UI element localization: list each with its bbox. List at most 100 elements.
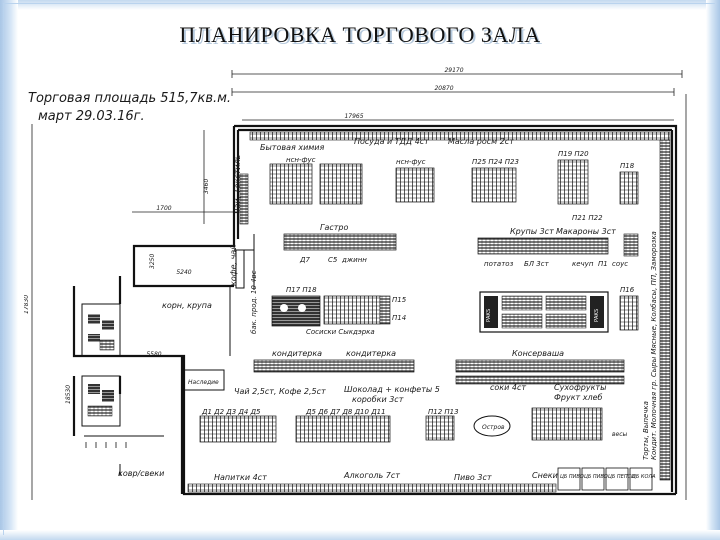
zone-nasledie: Наследие [188,379,219,386]
zone-sous: соус [612,260,628,268]
zone-p12p13: П12 П13 [428,408,459,416]
zone-korn-krupa: корн, крупа [162,301,212,310]
slide-title-shadow: ПЛАНИРОВКА ТОРГОВОГО ЗАЛА [181,24,543,49]
zone-raks-1: РАКS [486,309,492,322]
zone-nsn-fus-1: нсн-фус [286,156,316,164]
zone-p21p22: П21 П22 [572,214,603,222]
zone-household: Бытовая химия [260,143,325,152]
zone-konditerka-2: кондитерка [346,349,396,358]
nasledie-box [183,369,225,391]
row-d-racks [199,415,277,443]
zone-soki: соки 4ст [490,383,526,392]
zone-c5: С5 [328,256,338,264]
slide-frame [3,3,715,535]
dim-vert-c: 18530 [65,385,72,404]
zone-potatoes: потатоз [484,260,514,268]
zone-ostrov: Остров [482,424,505,431]
zone-gastro: Гастро [320,223,348,232]
zone-raks-2: РАКS [594,309,600,322]
zone-konservy: Консерваша [512,349,564,358]
zone-p18: П18 [620,162,635,170]
zone-bakery: бак. прод. 10 4вс [250,270,258,334]
zone-nsn-fus-2: нсн-фус [396,158,426,166]
zone-d-labels-2: П19 П20 [558,150,589,158]
zone-right-wall-2: Торты, Выпечка [642,401,650,460]
checkout-3: ЦБ ПЕПСИ [608,474,635,480]
dim-vert-b: 3460 [203,179,210,194]
gondola-b [319,163,363,205]
zone-alkogol: Алкоголь 7ст [343,471,400,480]
zone-textile: Чай, Текстиль [233,154,242,214]
zone-kofe: кофе, чай [229,245,238,286]
zone-napitki: Напитки 4ст [214,473,267,482]
frame-right-band [706,0,720,540]
checkout-2: ЦБ ПИВО [584,474,608,480]
top-wall-shelving [249,131,671,141]
zone-p17p18: П17 П18 [286,286,317,294]
zone-konditerka-1: кондитерка [272,349,322,358]
row-d2-racks [295,415,391,443]
checkout-1: ЦБ ПИВО [560,474,584,480]
konditerka-gondola [253,359,415,373]
dim-vert-a: 3250 [149,254,156,269]
zone-dzhin: джинн [341,256,367,264]
right-wall-coolers [659,139,671,481]
left-room-upper [81,303,121,357]
floor-plan-drawing: 29170 20870 17965 1700 5240 17830 5580 3… [23,67,687,500]
zone-p16: П16 [620,286,635,294]
zone-d-labels-1: П25 П24 П23 [472,158,519,166]
frame-left-band [0,0,18,540]
fruit-racks [531,407,603,441]
gondola-d [471,167,517,203]
kolbasy-cooler [271,295,321,327]
zone-d7: Д7 [299,256,310,264]
sausage-cooler [323,295,381,325]
dim-top-outer: 29170 [444,67,463,74]
dim-mid-block: 5240 [176,269,191,276]
gondola-e [557,159,589,205]
area-note: Торговая площадь 515,7кв.м. [28,91,231,106]
floor-plan: 29170 20870 17965 1700 5240 17830 5580 3… [23,64,696,510]
cereals-gondola [477,237,609,255]
zone-kovr: ковр/свеки [118,469,164,478]
p12-racks [425,415,455,441]
zone-row-d2: Д5 Д6 Д7 Д8 Д10 Д11 [305,408,386,416]
walls [72,124,678,496]
dim-top-inner: 20870 [434,85,453,92]
cooler-block [479,291,609,333]
gondola-c [395,167,435,203]
zone-shokolad: Шоколад + конфеты 5 [344,385,440,394]
date-note: март 29.03.16г. [38,109,145,124]
zone-chai-kofe: Чай 2,5ст, Кофе 2,5ст [234,387,326,396]
inner-lines [84,234,255,476]
zone-snack: Снеки [532,471,558,480]
zone-row-d: Д1 Д2 Д3 Д4 Д5 [201,408,261,416]
frame-top-band [0,0,720,10]
side-rack-right [623,233,639,257]
p14-rack [379,295,391,325]
zone-cereals: Крупы 3ст [510,227,554,236]
left-room-lower [81,375,127,448]
p16-rack [619,295,639,331]
zone-hygiene: Масла росм 2ст [448,137,514,146]
zone-dishes: Посуда и ТДД 4ст [354,137,429,146]
island [473,415,511,437]
zone-pivo: Пиво 3ст [454,473,492,482]
zone-korobki: коробки 3ст [352,395,404,404]
dim-left-block: 1700 [156,205,171,212]
zone-kelchup: кечуп [572,260,594,268]
zone-p15: П15 [392,296,407,304]
soki-gondola [455,375,625,385]
textile-rack [239,173,249,225]
zone-p1: П1 [598,260,608,268]
zone-sausage: Сосиски Сыкдэрка [306,328,375,336]
dim-top-hall: 17965 [344,113,363,120]
zone-pasta: Макароны 3ст [556,227,616,236]
dimension-lines [31,70,687,500]
gastro-counter [283,233,397,251]
zone-right-wall: Кондит. Молочная гр. Сыры Мясные, Колбас… [650,231,658,460]
frame-bottom-band [0,530,720,540]
bottom-wall-shelving [187,483,557,493]
zone-p14: П14 [392,314,406,322]
checkout-4: ЦБ КОЛА [632,474,656,480]
